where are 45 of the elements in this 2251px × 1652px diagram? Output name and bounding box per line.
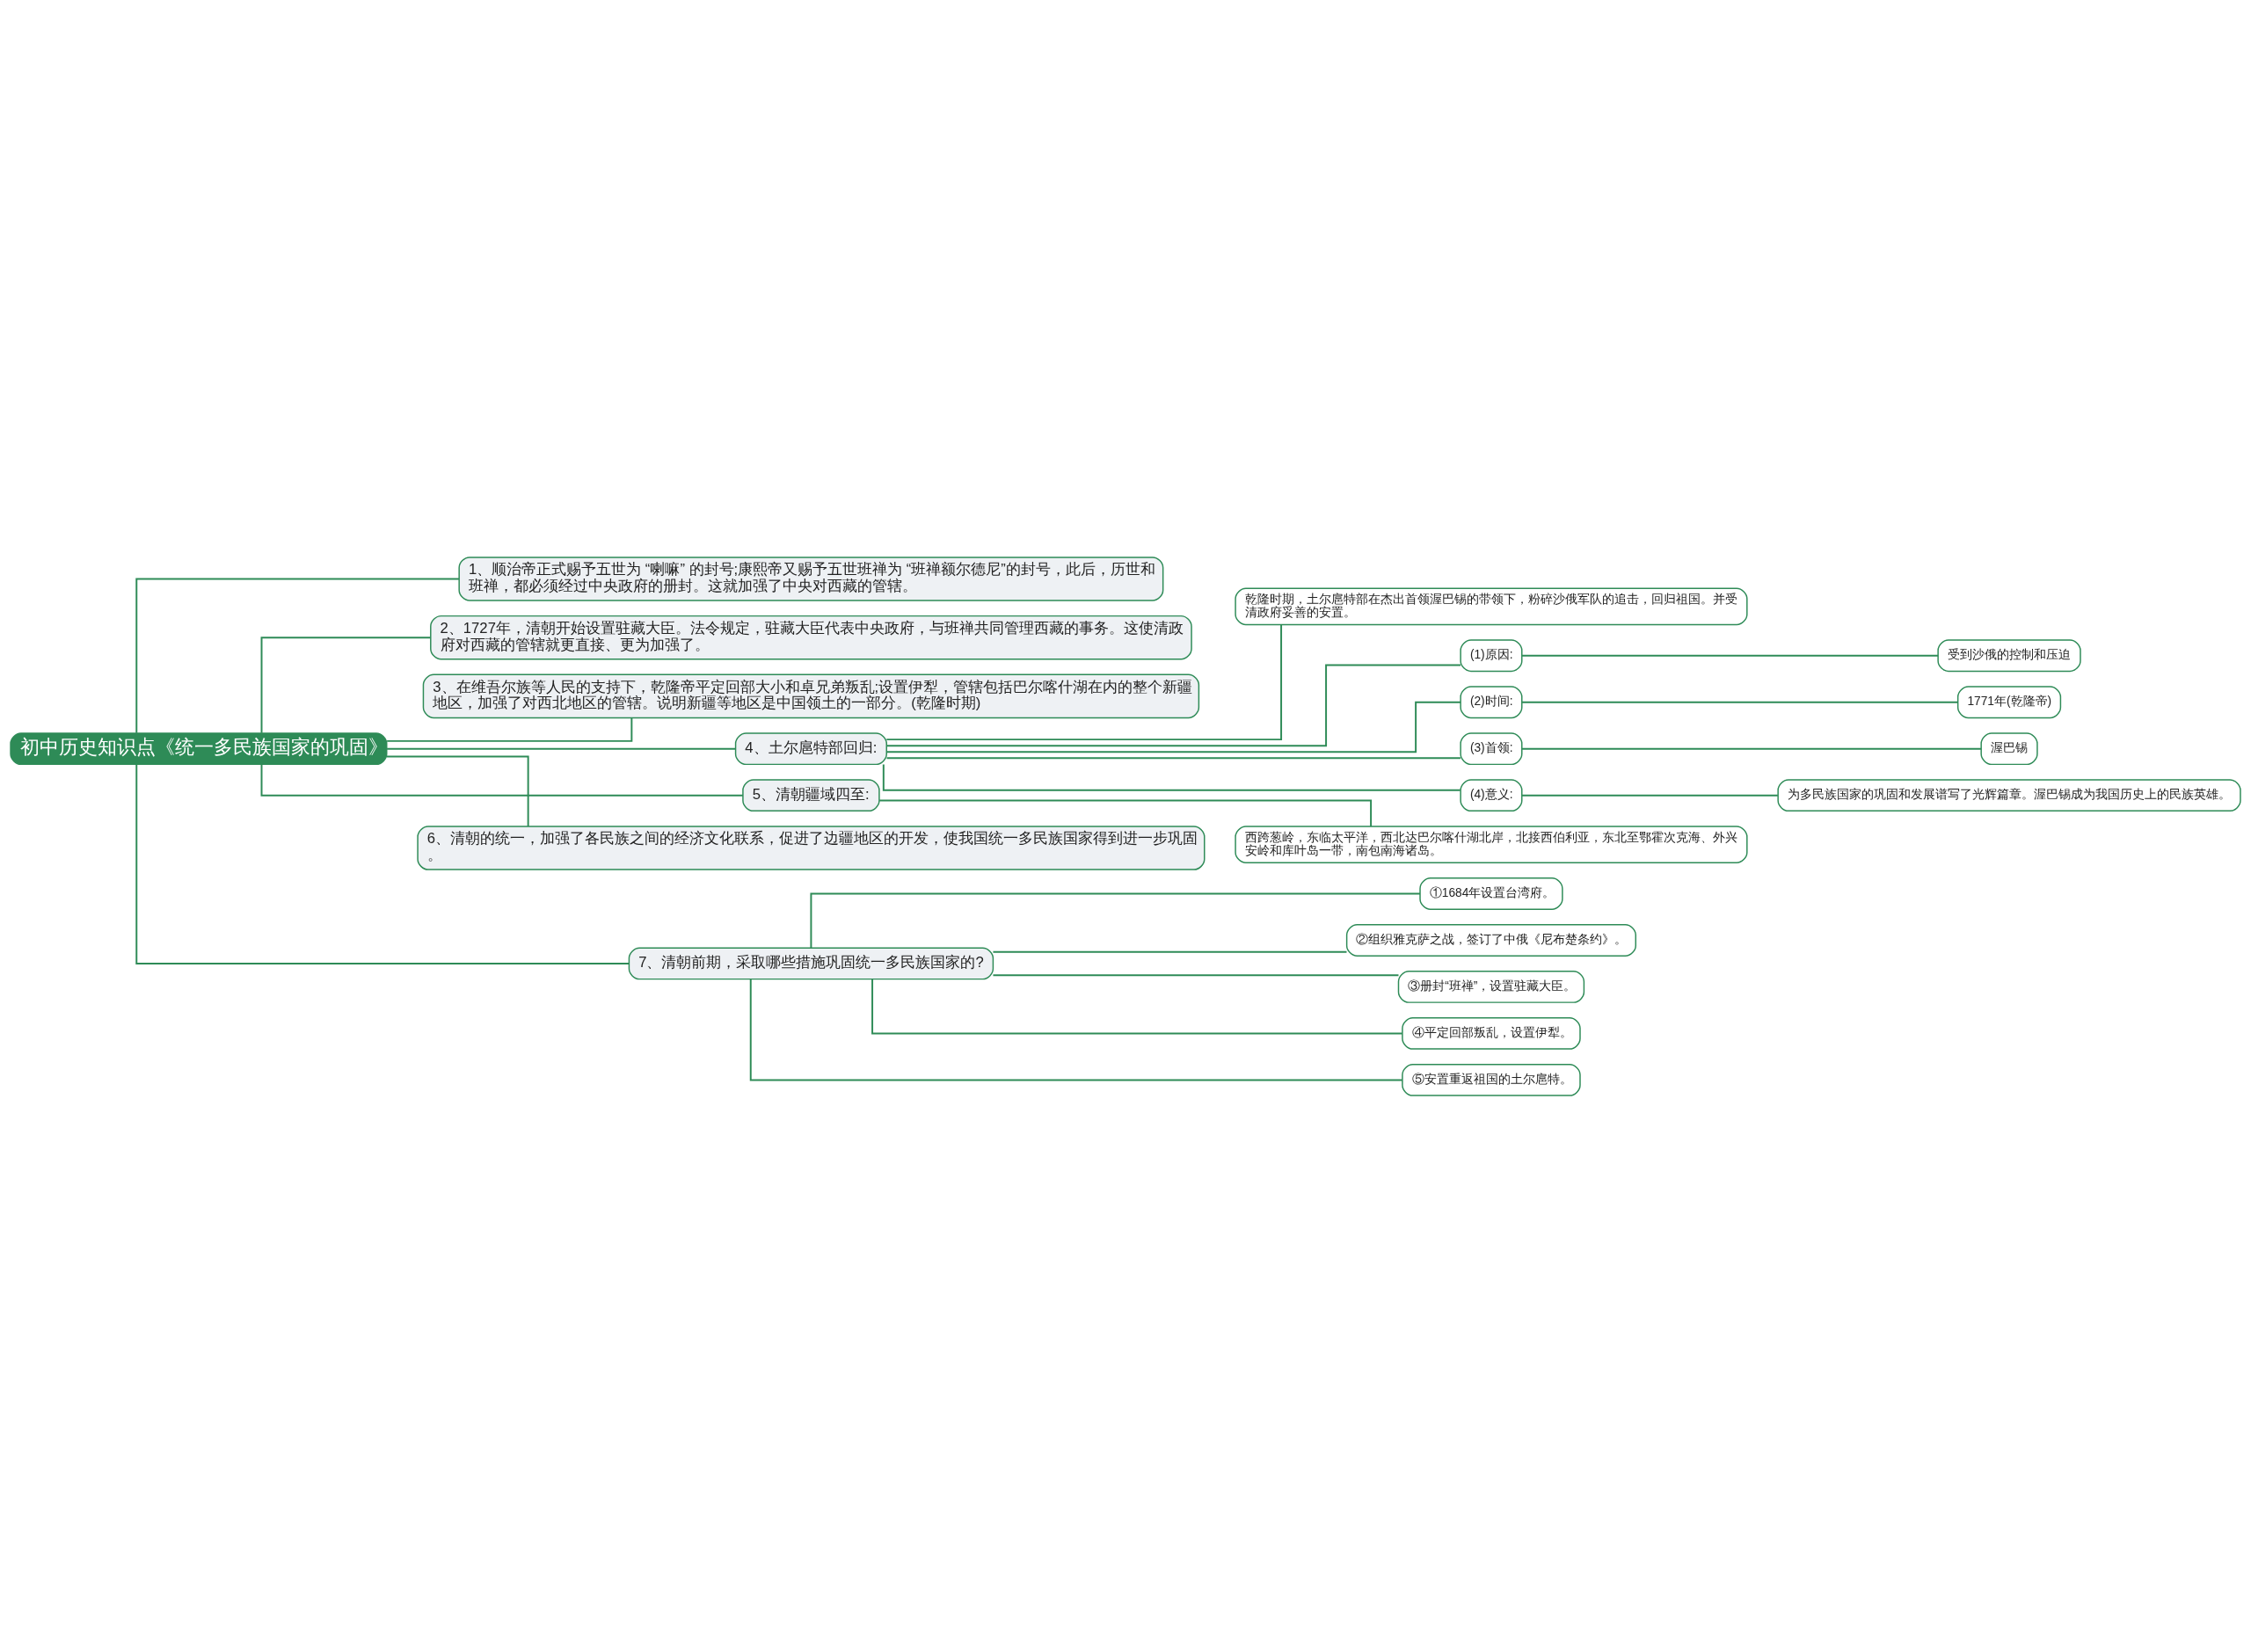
connector bbox=[885, 756, 1461, 759]
node-box: (3)首领: bbox=[1460, 731, 1523, 765]
connector bbox=[386, 747, 737, 750]
node-box: (4)意义: bbox=[1460, 778, 1523, 811]
node-box: (1)原因: bbox=[1460, 638, 1523, 672]
connector bbox=[992, 973, 1400, 976]
node-box: ①1684年设置台湾府。 bbox=[1419, 877, 1563, 910]
connector bbox=[885, 701, 1461, 753]
node-box: 为多民族国家的巩固和发展谱写了光辉篇章。渥巴锡成为我国历史上的民族英雄。 bbox=[1777, 778, 2241, 811]
node-box: (2)时间: bbox=[1460, 685, 1523, 718]
connector bbox=[1521, 654, 1940, 657]
connector bbox=[135, 577, 460, 734]
node-box: 1、顺治帝正式赐予五世为 “喇嘛” 的封号;康熙帝又赐予五世班禅为 “班禅额尔德尼”的封号，此后，历世和班禅，都必须经过中央政府的册封。这就加强了中央对西藏的管辖。 bbox=[458, 556, 1164, 601]
connector bbox=[386, 717, 633, 742]
node-box: ③册封“班禅”，设置驻藏大臣。 bbox=[1397, 970, 1585, 1003]
node-box: ④平定回部叛乱，设置伊犁。 bbox=[1402, 1016, 1581, 1050]
connector bbox=[260, 636, 432, 734]
connector bbox=[1521, 747, 1983, 750]
connector bbox=[885, 664, 1462, 746]
connector bbox=[810, 892, 1421, 949]
connector bbox=[1521, 794, 1779, 797]
node-box: 初中历史知识点《统一多民族国家的巩固》 bbox=[10, 731, 388, 765]
node-box: 2、1727年，清朝开始设置驻藏大臣。法令规定，驻藏大臣代表中央政府，与班禅共同管理西藏的事务。这使清政府对西藏的管辖就更直接、更为加强了。 bbox=[430, 615, 1192, 659]
node-box: 5、清朝疆域四至: bbox=[742, 778, 880, 811]
connector bbox=[385, 755, 529, 827]
connector bbox=[135, 763, 630, 964]
connector bbox=[260, 763, 744, 797]
node-box: 西跨葱岭，东临太平洋，西北达巴尔喀什湖北岸，北接西伯利亚，东北至鄂霍次克海、外兴安岭和库叶岛一带，南包南海诸岛。 bbox=[1235, 825, 1748, 863]
connector bbox=[749, 978, 1403, 1081]
node-box: 渥巴锡 bbox=[1980, 731, 2038, 765]
connector bbox=[878, 799, 1373, 827]
node-box: 4、土尔扈特部回归: bbox=[734, 731, 887, 765]
node-box: 1771年(乾隆帝) bbox=[1956, 685, 2062, 718]
node-box: 乾隆时期，土尔扈特部在杰出首领渥巴锡的带领下，粉碎沙俄军队的追击，回归祖国。并受清政府妥善的安置。 bbox=[1235, 587, 1748, 625]
connector bbox=[871, 978, 1403, 1034]
node-box: 7、清朝前期，采取哪些措施巩固统一多民族国家的? bbox=[628, 947, 994, 979]
connector bbox=[1521, 701, 1959, 703]
node-box: ⑤安置重返祖国的土尔扈特。 bbox=[1402, 1063, 1581, 1096]
connector bbox=[885, 623, 1283, 740]
node-box: 受到沙俄的控制和压迫 bbox=[1937, 638, 2081, 672]
connector bbox=[882, 763, 1461, 791]
connector bbox=[992, 950, 1348, 953]
node-box: 3、在维吾尔族等人民的支持下，乾隆帝平定回部大小和卓兄弟叛乱;设置伊犁，管辖包括巴尔喀什湖在内的整个新疆地区，加强了对西北地区的管辖。说明新疆等地区是中国领土的一部分。(乾隆时期) bbox=[422, 673, 1200, 718]
node-box: ②组织雅克萨之战，签订了中俄《尼布楚条约》。 bbox=[1345, 923, 1636, 957]
node-box: 6、清朝的统一，加强了各民族之间的经济文化联系，促进了边疆地区的开发，使我国统一多民族国家得到进一步巩固。 bbox=[417, 825, 1206, 870]
